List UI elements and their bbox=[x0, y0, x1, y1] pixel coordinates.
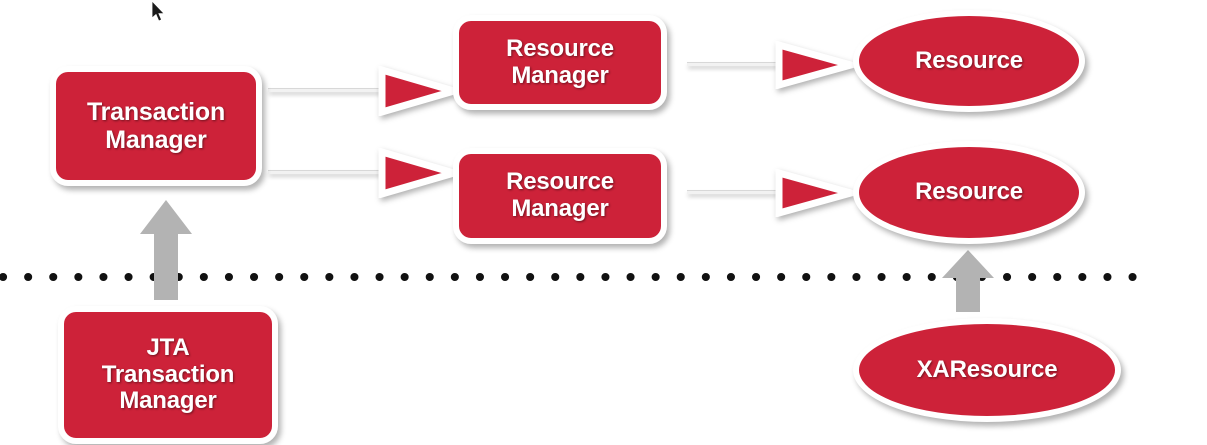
connector-line-rm2-to-resource2 bbox=[687, 190, 782, 194]
arrowhead-right-icon bbox=[378, 66, 458, 116]
node-jta-transaction-manager-label: JTA Transaction Manager bbox=[101, 333, 235, 415]
node-jta-transaction-manager[interactable]: JTA Transaction Manager bbox=[58, 306, 278, 444]
connector-line-tm-to-rm1 bbox=[268, 88, 388, 92]
node-transaction-manager-label: Transaction Manager bbox=[86, 98, 226, 154]
arrowhead-right-icon bbox=[775, 41, 855, 89]
node-xaresource-label: XAResource bbox=[916, 355, 1058, 383]
node-resource-2[interactable]: Resource bbox=[853, 141, 1085, 244]
node-transaction-manager[interactable]: Transaction Manager bbox=[50, 66, 262, 186]
node-resource-1-label: Resource bbox=[915, 46, 1023, 74]
arrowhead-right-icon bbox=[775, 169, 855, 217]
gray-arrow-up-icon bbox=[140, 200, 192, 300]
arrowhead-right-icon bbox=[378, 148, 458, 198]
gray-arrow-up-icon bbox=[942, 250, 994, 312]
node-resource-manager-2[interactable]: Resource Manager bbox=[453, 148, 667, 244]
connector-line-rm1-to-resource1 bbox=[687, 62, 782, 66]
mouse-cursor-icon bbox=[151, 1, 165, 22]
node-resource-2-label: Resource bbox=[915, 178, 1023, 206]
connector-line-tm-to-rm2 bbox=[268, 170, 388, 174]
node-resource-manager-2-label: Resource Manager bbox=[506, 168, 614, 222]
node-xaresource[interactable]: XAResource bbox=[853, 318, 1121, 422]
node-resource-1[interactable]: Resource bbox=[853, 10, 1085, 112]
node-resource-manager-1[interactable]: Resource Manager bbox=[453, 15, 667, 110]
node-resource-manager-1-label: Resource Manager bbox=[506, 34, 614, 89]
